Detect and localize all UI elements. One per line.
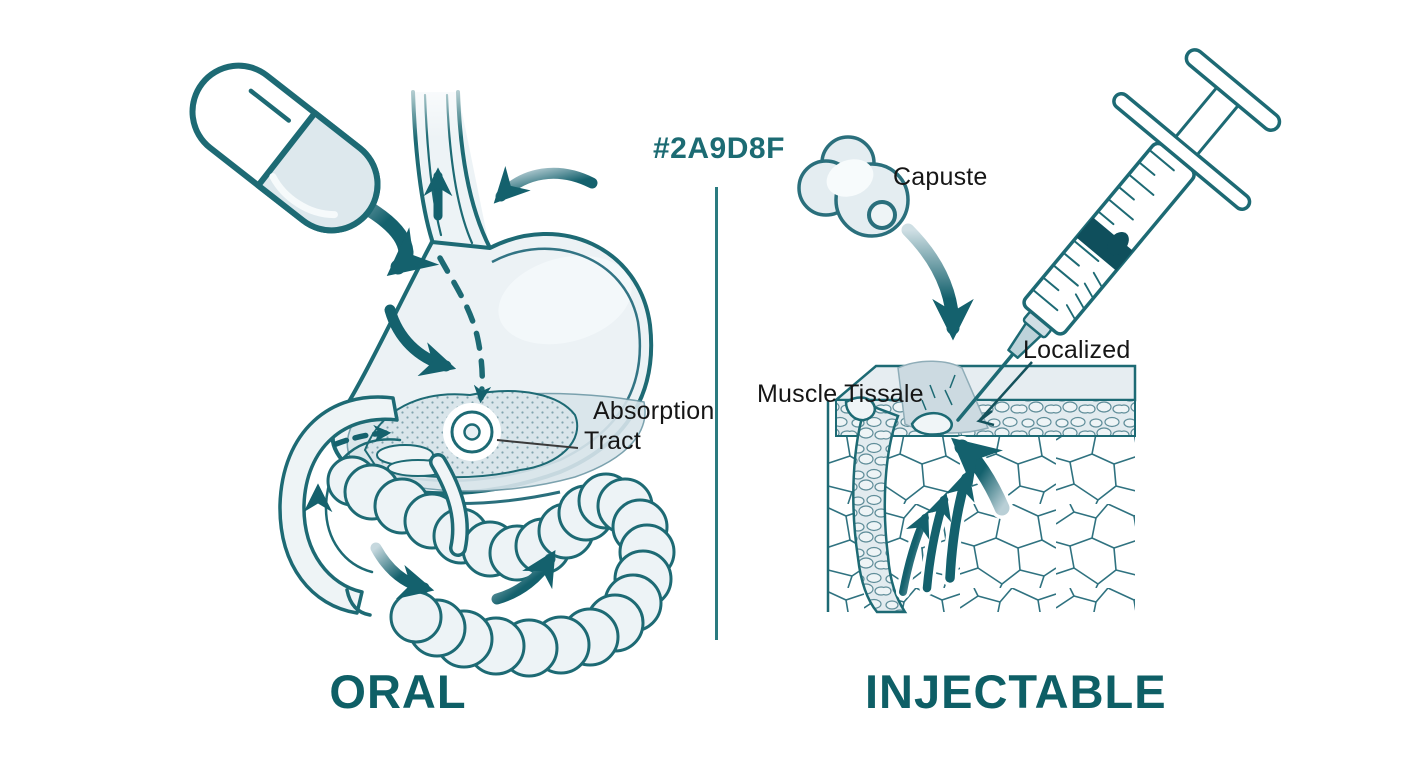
pill-marker-icon xyxy=(443,403,501,461)
oral-title: ORAL xyxy=(329,665,467,718)
localized-label: Localized xyxy=(1023,336,1131,364)
tissue-cross-section xyxy=(826,360,1137,614)
fold-lip-right xyxy=(910,411,953,436)
delivery-arrow xyxy=(901,223,974,341)
capsule-label: Capuste xyxy=(893,163,988,191)
localized-leader-line xyxy=(976,361,1033,427)
absorption-tract-label: Absorption Tract xyxy=(584,396,715,456)
intestines xyxy=(326,455,676,678)
injection-dispersion-arrows xyxy=(896,436,1013,599)
tissue-fold xyxy=(852,402,908,614)
esophagus-fade xyxy=(396,68,506,138)
absorption-label-line2: Tract xyxy=(584,427,642,455)
muscle-tissue-label: Muscle Tissale xyxy=(757,380,924,408)
mound-texture xyxy=(921,374,956,411)
capsule-icon xyxy=(189,62,381,234)
absorption-label-line1: Absorption xyxy=(593,397,715,425)
fold-lip-left xyxy=(844,396,876,422)
absorption-leader-line xyxy=(496,439,579,449)
color-hex-label: #2A9D8F xyxy=(653,132,785,165)
injectable-title: INJECTABLE xyxy=(865,665,1167,718)
syringe-icon xyxy=(956,48,1282,422)
duct-crescent xyxy=(429,453,469,557)
cell-cluster-icon xyxy=(797,135,910,238)
peristalsis-arrows xyxy=(303,166,598,605)
transit-dashed-path xyxy=(437,255,492,404)
